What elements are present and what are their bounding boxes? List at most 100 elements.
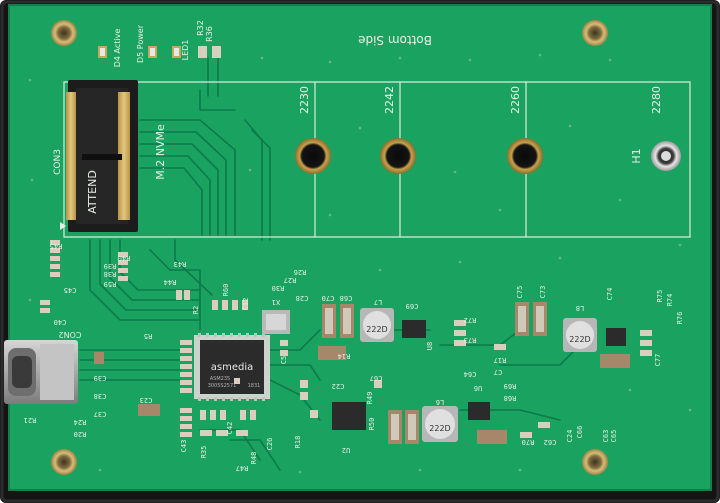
silk-c43: C43 xyxy=(180,440,188,453)
regulator-u6 xyxy=(468,402,490,420)
silk-r75: R75 xyxy=(656,290,664,303)
silk-r74: R74 xyxy=(666,294,674,307)
silk-r14: R14 xyxy=(338,352,351,360)
silk-r72: R72 xyxy=(464,316,477,324)
silk-c12: C12 xyxy=(242,298,250,311)
silk-r76: R76 xyxy=(676,312,684,325)
silk-r39: R39 xyxy=(104,262,117,270)
led-label-power: D5 Power xyxy=(136,24,145,63)
silk-c74: C74 xyxy=(606,288,614,301)
usb-c-connector xyxy=(4,340,78,404)
silk-c7: C7 xyxy=(494,368,502,376)
silk-c39: C39 xyxy=(94,374,107,382)
silk-c66: C66 xyxy=(576,426,584,439)
standoff-hole-icon xyxy=(295,138,331,174)
brass-screw-hole-icon xyxy=(582,20,608,46)
chip-lot: 3005S2571 xyxy=(208,383,237,389)
silk-r36: R36 xyxy=(205,26,214,42)
silk-r49: R49 xyxy=(366,392,374,405)
silk-r32: R32 xyxy=(196,20,205,36)
silkscreen-refs: R40 R39 R38 R59 R43 R44 R45 C45 C40 R26 … xyxy=(24,242,684,472)
silk-r2: R2 xyxy=(192,306,200,314)
board-title: Bottom Side xyxy=(358,33,432,47)
silk-c23: C23 xyxy=(140,396,153,404)
silk-c28: C28 xyxy=(296,294,309,302)
chip-model: ASM235 xyxy=(210,376,230,382)
silk-r68: R68 xyxy=(504,394,517,402)
led-group xyxy=(98,46,221,58)
silk-r44: R44 xyxy=(164,278,177,286)
silk-c5: C5 xyxy=(280,356,288,364)
standoff-label-2242: 2242 xyxy=(383,86,396,114)
silk-u8: U8 xyxy=(426,342,434,350)
silk-r45: R45 xyxy=(50,242,63,250)
connector-brand: ATTEND xyxy=(86,170,99,214)
silk-c69: C69 xyxy=(406,302,419,310)
inductor-l8: 222D xyxy=(563,318,597,352)
silk-r48: R48 xyxy=(250,452,258,465)
slot-label: M.2 NVMe xyxy=(154,124,167,180)
brass-screw-hole-icon xyxy=(51,449,77,475)
led-label-led1: LED1 xyxy=(181,40,190,61)
inductor-l8-value: 222D xyxy=(569,335,590,344)
brass-screw-hole-icon xyxy=(51,20,77,46)
standoff-label-2260: 2260 xyxy=(509,86,522,114)
silk-x1: X1 xyxy=(272,298,280,306)
silk-r69: R69 xyxy=(504,382,517,390)
regulator-u7 xyxy=(606,328,626,346)
silk-r20: R20 xyxy=(74,430,87,438)
silk-c22: C22 xyxy=(332,382,345,390)
regulator-u2 xyxy=(332,402,366,430)
capacitor-caps xyxy=(325,306,544,440)
silk-c24: C24 xyxy=(566,430,574,443)
silk-c73: C73 xyxy=(539,286,547,299)
inductor-l6: 222D xyxy=(422,406,458,442)
silk-c38: C38 xyxy=(94,392,107,400)
silk-r24: R24 xyxy=(74,418,87,426)
silk-r5: R5 xyxy=(144,332,152,340)
silk-r17: R17 xyxy=(494,356,507,364)
silk-c37: C37 xyxy=(94,410,107,418)
silk-r70: R70 xyxy=(522,438,535,446)
passive-components xyxy=(40,240,652,438)
silk-r50: R50 xyxy=(368,418,376,431)
silk-r59: R59 xyxy=(104,280,117,288)
silk-c63: C63 xyxy=(602,430,610,443)
inductor-l6-value: 222D xyxy=(429,424,450,433)
silk-c65: C65 xyxy=(610,430,618,443)
regulator-u8 xyxy=(402,320,426,338)
silk-c45: C45 xyxy=(64,286,77,294)
silk-r73: R73 xyxy=(464,336,477,344)
silk-r40: R40 xyxy=(118,254,131,262)
crystal-x1-top xyxy=(266,314,286,330)
silk-c68: C68 xyxy=(340,294,353,302)
chip-code: 1831 xyxy=(248,383,261,389)
silk-c64: C64 xyxy=(464,370,477,378)
silk-c77: C77 xyxy=(654,354,662,367)
silk-c75: C75 xyxy=(516,286,524,299)
silk-r35: R35 xyxy=(200,446,208,459)
silk-r47: R47 xyxy=(236,464,249,472)
silk-c26: C26 xyxy=(266,438,274,451)
standoff-hole-icon xyxy=(507,138,543,174)
silk-l6: L6 xyxy=(436,398,444,406)
silk-l7: L7 xyxy=(374,298,382,306)
silk-c62: C62 xyxy=(544,438,557,446)
silk-r18: R18 xyxy=(294,436,302,449)
silk-r30: R30 xyxy=(272,284,285,292)
standoff-hole-icon xyxy=(380,138,416,174)
silk-r26: R26 xyxy=(294,268,307,276)
controller-chip: asmedia ASM235 3005S2571 1831 xyxy=(194,333,270,401)
brass-screw-hole-icon xyxy=(582,449,608,475)
silk-r21: R21 xyxy=(24,416,37,424)
connector-label: CON3 xyxy=(53,149,63,175)
standoff-label-2230: 2230 xyxy=(298,86,311,114)
pcb-edge xyxy=(8,4,712,491)
mount-label-h1: H1 xyxy=(630,148,643,163)
usb-label: CON2 xyxy=(59,330,82,339)
silk-u2: U2 xyxy=(342,446,350,454)
inductor-l7-value: 222D xyxy=(366,325,387,334)
silk-r60: R60 xyxy=(222,284,230,297)
